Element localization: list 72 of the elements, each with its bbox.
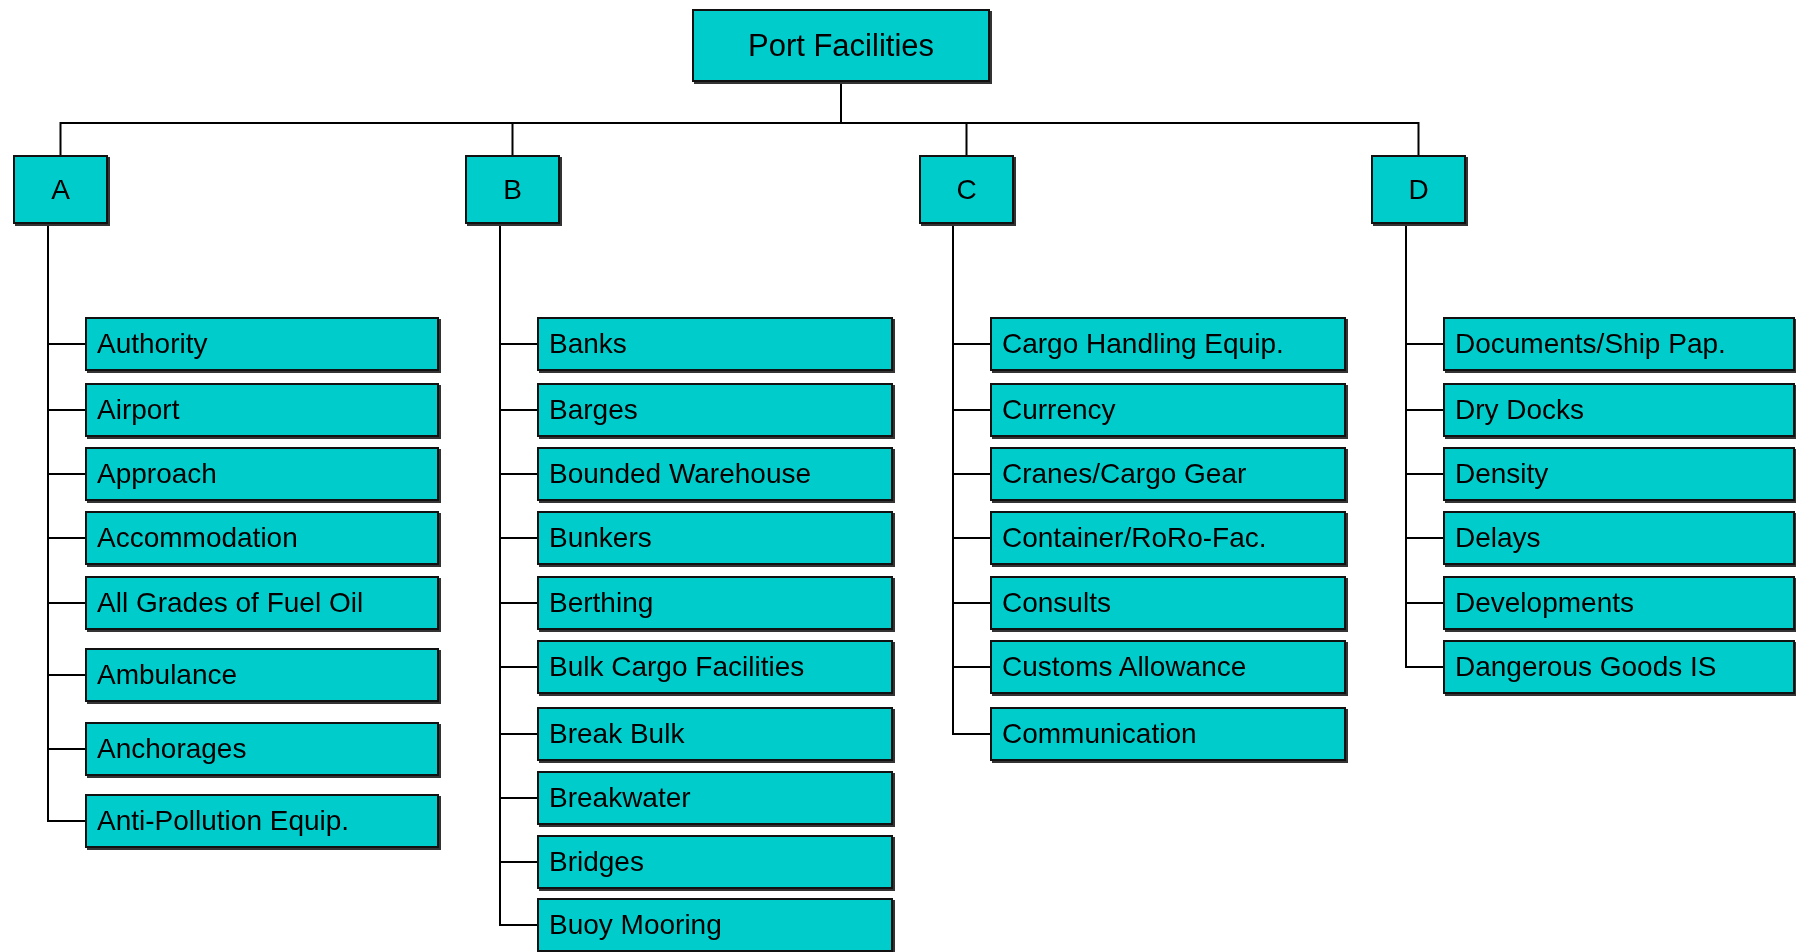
facility-box xyxy=(537,576,893,630)
facility-box xyxy=(537,771,893,825)
facility-box xyxy=(85,576,439,630)
facility-box xyxy=(1443,640,1795,694)
category-box xyxy=(1371,155,1466,224)
box-label: Bulk Cargo Facilities xyxy=(549,651,805,683)
box-label: Ambulance xyxy=(97,659,238,691)
box-label: Buoy Mooring xyxy=(549,909,722,941)
box-label: Dry Docks xyxy=(1455,394,1585,426)
box-label: Density xyxy=(1455,458,1549,490)
box-label: Authority xyxy=(97,328,208,360)
box-label: Bridges xyxy=(549,846,644,878)
box-label: Documents/Ship Pap. xyxy=(1455,328,1726,360)
facility-box xyxy=(990,707,1346,761)
facility-box xyxy=(990,317,1346,371)
facility-box xyxy=(85,511,439,565)
box-label: Break Bulk xyxy=(549,718,685,750)
box-label: Dangerous Goods IS xyxy=(1455,651,1717,683)
box-label: D xyxy=(1408,173,1429,206)
box-label: B xyxy=(503,173,522,206)
box-label: Airport xyxy=(97,394,180,426)
box-label: Container/RoRo-Fac. xyxy=(1002,522,1267,554)
box-label: Developments xyxy=(1455,587,1634,619)
box-label: Barges xyxy=(549,394,638,426)
box-label: All Grades of Fuel Oil xyxy=(97,587,364,619)
facility-box xyxy=(990,640,1346,694)
facility-box xyxy=(537,898,893,952)
box-label: A xyxy=(51,173,70,206)
facility-box xyxy=(85,722,439,776)
box-label: Bounded Warehouse xyxy=(549,458,812,490)
facility-box xyxy=(85,383,439,437)
facility-box xyxy=(537,383,893,437)
facility-box xyxy=(990,511,1346,565)
facility-box xyxy=(537,317,893,371)
facility-box xyxy=(537,511,893,565)
facility-box xyxy=(85,794,439,848)
facility-box xyxy=(537,447,893,501)
box-label: Cranes/Cargo Gear xyxy=(1002,458,1247,490)
box-label: Communication xyxy=(1002,718,1197,750)
box-label: Consults xyxy=(1002,587,1111,619)
facility-box xyxy=(85,447,439,501)
category-box xyxy=(13,155,108,224)
box-label: Accommodation xyxy=(97,522,298,554)
facility-box xyxy=(537,835,893,889)
facility-box xyxy=(1443,576,1795,630)
facility-box xyxy=(990,576,1346,630)
box-label: Currency xyxy=(1002,394,1116,426)
box-label: C xyxy=(956,173,977,206)
box-label: Anti-Pollution Equip. xyxy=(97,805,350,837)
box-label: Berthing xyxy=(549,587,654,619)
facility-box xyxy=(1443,511,1795,565)
box-label: Breakwater xyxy=(549,782,691,814)
category-box xyxy=(919,155,1014,224)
box-label: Port Facilities xyxy=(747,27,934,64)
box-label: Approach xyxy=(97,458,217,490)
facility-box xyxy=(1443,317,1795,371)
box-label: Bunkers xyxy=(549,522,652,554)
box-label: Delays xyxy=(1455,522,1541,554)
facility-box xyxy=(85,648,439,702)
facility-box xyxy=(537,640,893,694)
facility-box xyxy=(85,317,439,371)
facility-box xyxy=(990,383,1346,437)
facility-box xyxy=(1443,447,1795,501)
facility-box xyxy=(537,707,893,761)
box-label: Banks xyxy=(549,328,627,360)
facility-box xyxy=(990,447,1346,501)
box-label: Customs Allowance xyxy=(1002,651,1247,683)
root-box xyxy=(692,9,990,82)
category-box xyxy=(465,155,560,224)
facility-box xyxy=(1443,383,1795,437)
box-label: Anchorages xyxy=(97,733,247,765)
box-label: Cargo Handling Equip. xyxy=(1002,328,1284,360)
